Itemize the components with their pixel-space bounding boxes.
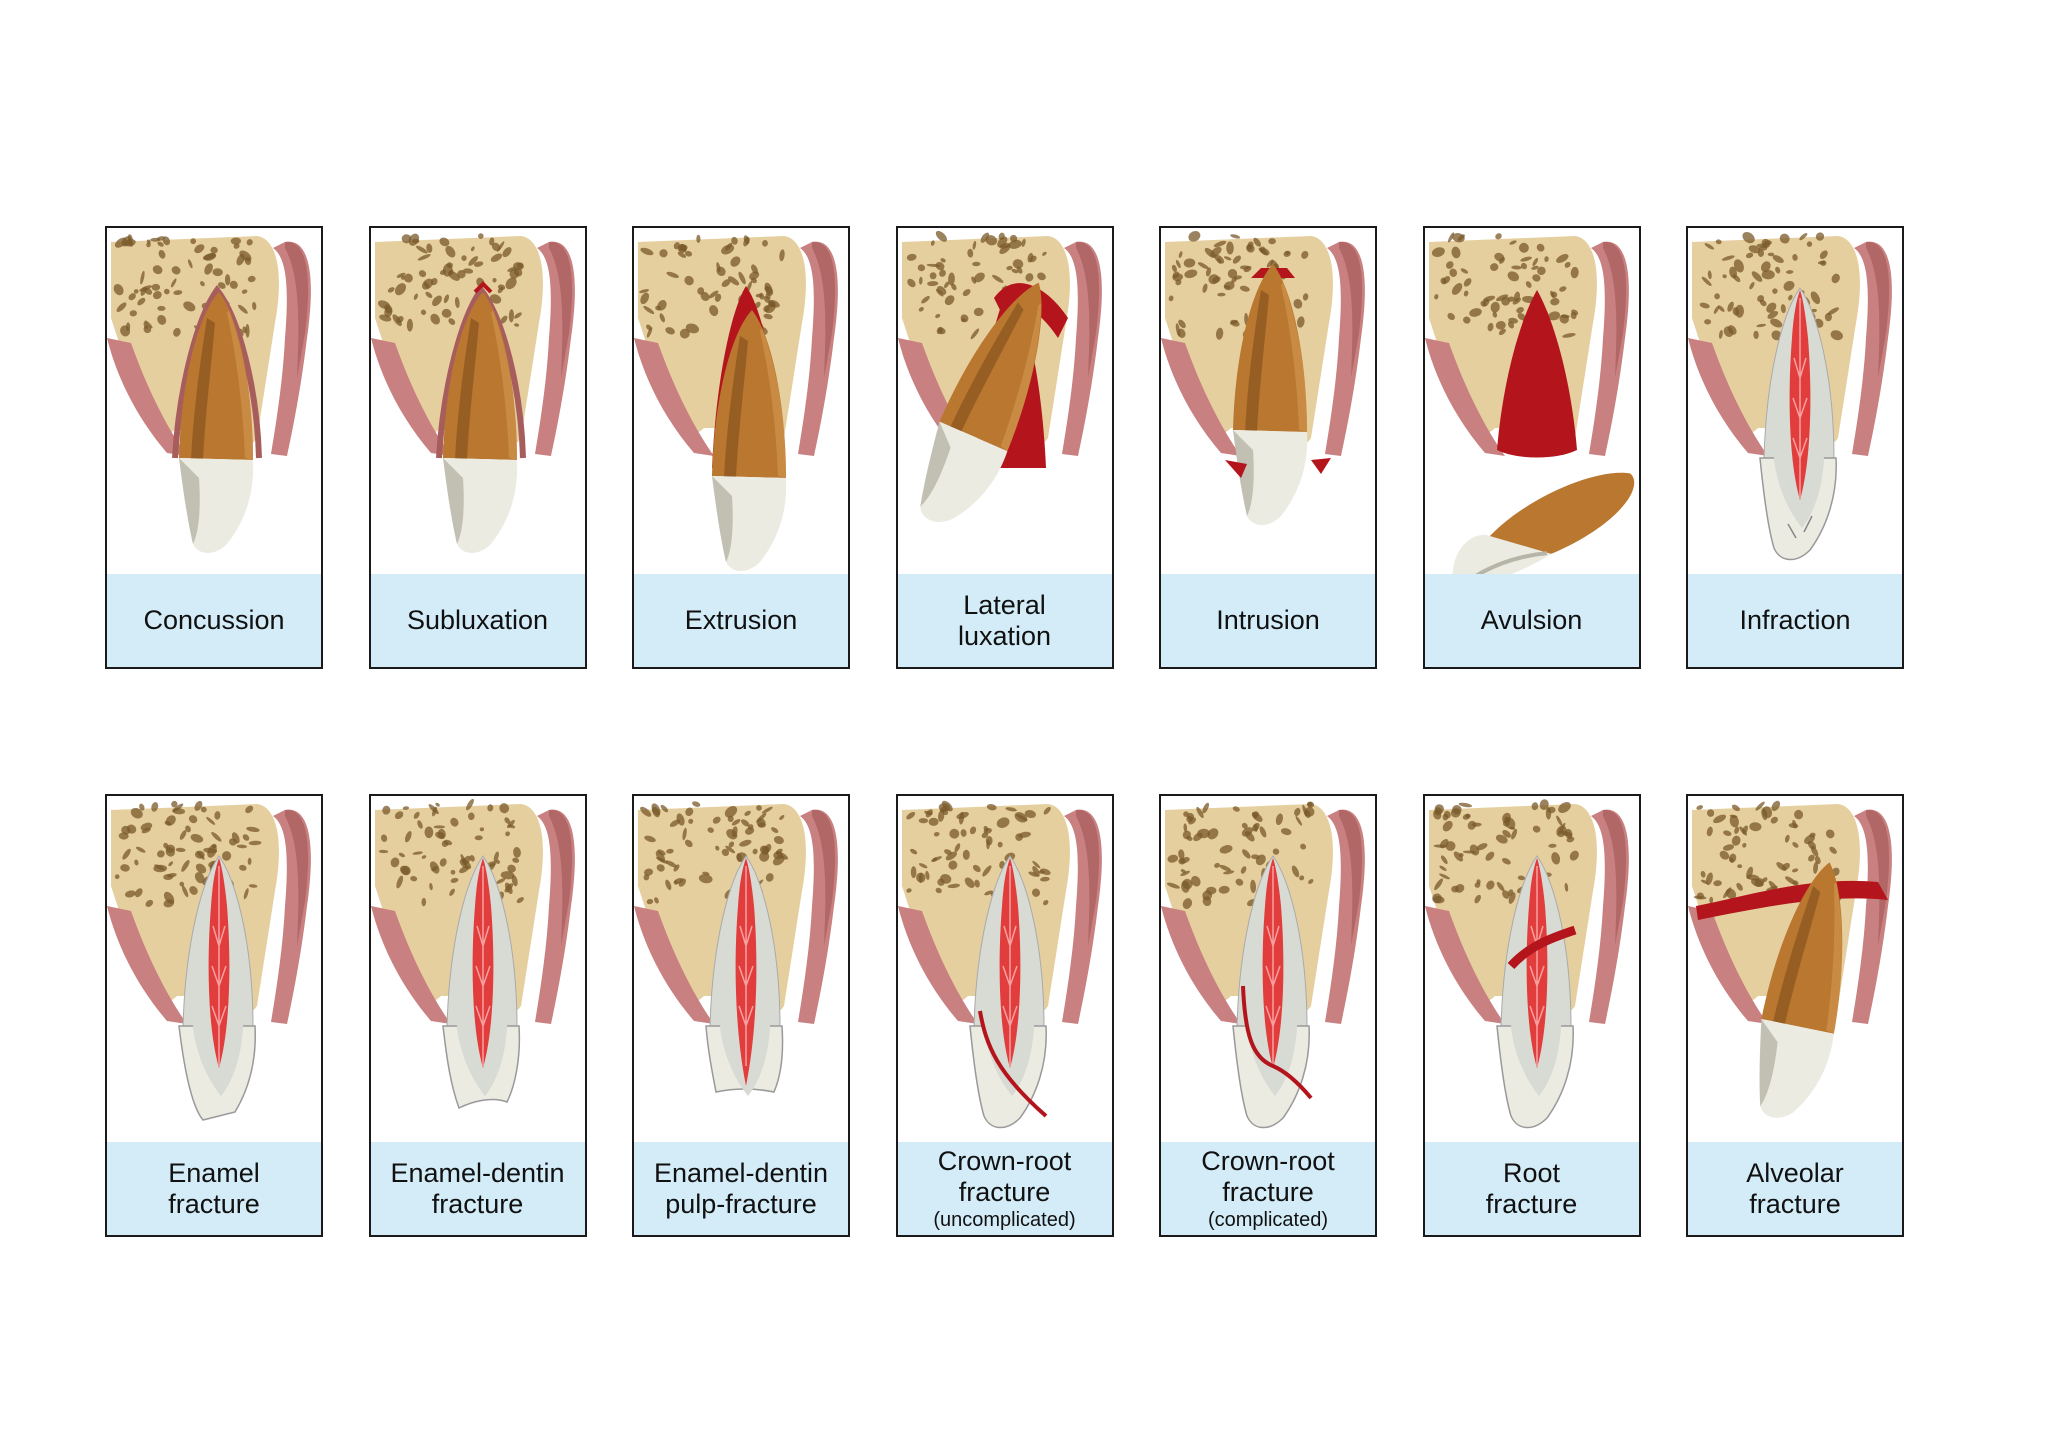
caption-line: Concussion — [143, 605, 285, 635]
tooth-illustration-enamel-dentin — [370, 798, 575, 1110]
panel-caption: Extrusion — [634, 574, 848, 667]
caption-line: Lateral — [963, 589, 1046, 620]
tooth-illustration-alveolar — [1688, 800, 1892, 1118]
tooth-illustration-extrusion — [634, 234, 838, 571]
panel-caption: Infraction — [1688, 574, 1902, 667]
caption-note: (complicated) — [1207, 1209, 1329, 1231]
caption-line: Avulsion — [1480, 605, 1583, 635]
tooth-illustration-lateral — [897, 230, 1102, 522]
caption-line: Extrusion — [684, 605, 798, 635]
caption-line: fracture — [1749, 1188, 1841, 1219]
caption-line: Enamel — [168, 1157, 260, 1188]
tooth-illustration-enamel-dentin-pulp — [634, 801, 838, 1096]
caption-line: Root — [1502, 1157, 1561, 1188]
tooth-illustration-concussion — [107, 234, 311, 553]
caption-line: Crown-root — [937, 1146, 1072, 1176]
caption-line: Subluxation — [406, 605, 549, 635]
caption-line: fracture — [1485, 1188, 1578, 1219]
tooth-illustration-root — [1424, 799, 1629, 1129]
caption-line: fracture — [1222, 1177, 1314, 1207]
caption-line: fracture — [168, 1188, 260, 1219]
panel-intrusion: Intrusion — [1159, 226, 1377, 669]
tooth-illustration-enamel — [107, 800, 311, 1121]
caption-line: fracture — [431, 1188, 524, 1219]
caption-note: (uncomplicated) — [933, 1209, 1076, 1231]
caption-line: fracture — [958, 1177, 1051, 1207]
caption-line: Infraction — [1739, 605, 1851, 635]
tooth-illustration-avulsion — [1424, 232, 1634, 574]
caption-line: luxation — [957, 620, 1052, 651]
caption-line: Enamel-dentin — [653, 1157, 829, 1188]
panel-extrusion: Extrusion — [632, 226, 850, 669]
tooth-illustration-infraction — [1688, 232, 1892, 561]
tooth-illustration-crown-root-unc — [897, 800, 1102, 1129]
panel-avulsion: Avulsion — [1422, 226, 1641, 669]
panel-row-top: Concussion Subluxation Extrusion Lateral… — [105, 226, 1904, 669]
panel-infraction: Infraction — [1686, 226, 1904, 669]
tooth-illustration-crown-root-comp — [1161, 801, 1365, 1129]
caption-line: Intrusion — [1216, 605, 1320, 635]
caption-line: Crown-root — [1201, 1146, 1335, 1176]
caption-line: pulp-fracture — [665, 1188, 817, 1219]
panel-caption: Intrusion — [1161, 574, 1375, 667]
panel-concussion: Concussion — [105, 226, 323, 669]
tooth-illustration-intrusion — [1161, 231, 1365, 525]
caption-line: Enamel-dentin — [390, 1157, 565, 1188]
panel-subluxation: Subluxation — [368, 226, 587, 669]
tooth-illustration-subluxation — [370, 233, 575, 553]
panel-caption: Subluxation — [370, 574, 585, 667]
panel-caption: Concussion — [107, 574, 321, 667]
panel-caption: Avulsion — [1424, 574, 1639, 667]
caption-line: Alveolar — [1746, 1157, 1844, 1188]
